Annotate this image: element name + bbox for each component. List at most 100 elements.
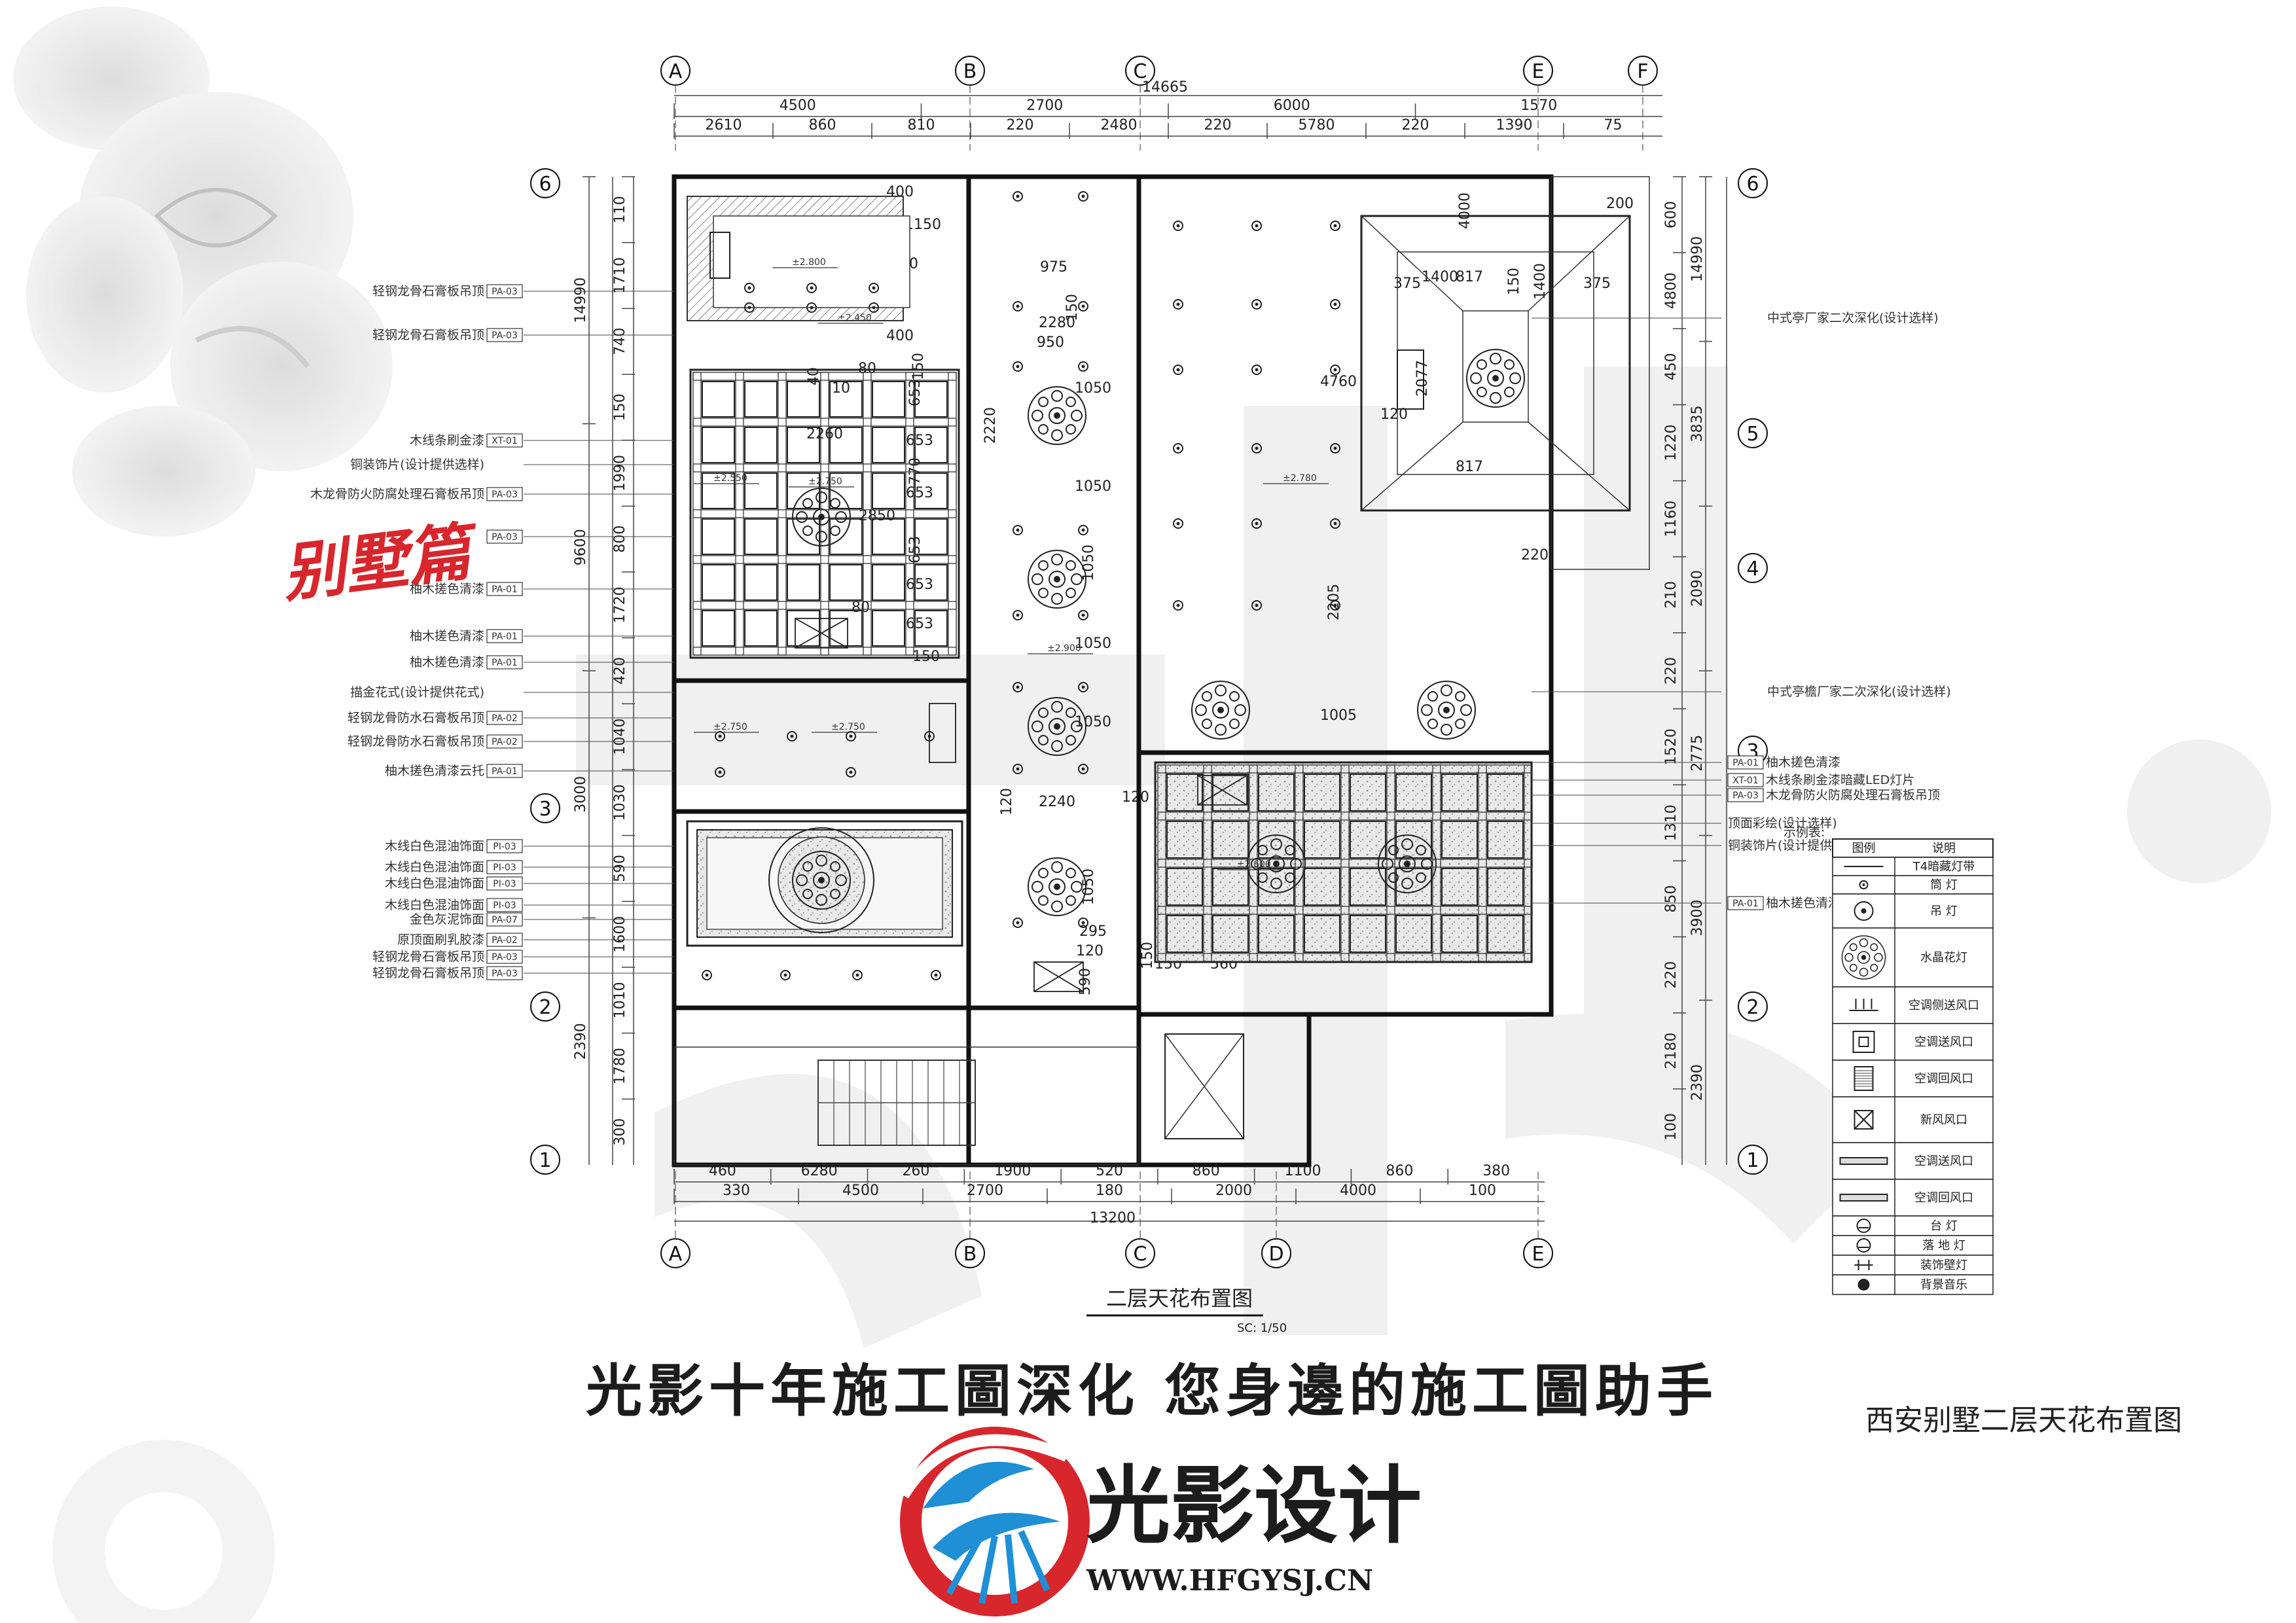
right-note-5: 顶面彩绘(设计选样)	[1532, 816, 1837, 830]
interior-dim-19: 653	[906, 433, 933, 449]
dim-left-inner-13: 1780	[612, 1048, 628, 1084]
dim-left-outer-0: 14990	[573, 277, 589, 323]
interior-dim-40: 120	[1122, 789, 1149, 806]
left-note-code: PA-03	[492, 969, 518, 979]
left-note-text: 轻钢龙骨石膏板吊顶	[372, 949, 484, 964]
interior-dim-29: 375	[1583, 276, 1611, 292]
downlight-icon	[1078, 361, 1088, 372]
dim-right-inner-8: 1310	[1663, 804, 1679, 841]
left-note-19: 轻钢龙骨石膏板吊顶 PA-03	[372, 949, 674, 964]
interior-dim-31: 817	[1456, 269, 1483, 285]
downlight-icon	[1013, 361, 1023, 372]
ac-return-icon	[1854, 1066, 1874, 1091]
dim-top-row1-3: 1570	[1520, 98, 1557, 114]
interior-dim-5: 975	[1040, 259, 1067, 276]
interior-dim-48: 150	[1139, 942, 1156, 969]
right-note-0: 中式亭厂家二次深化(设计选样)	[1532, 311, 1939, 325]
pendant-lamp-icon	[1854, 901, 1874, 921]
ac-linear-supply-icon	[1839, 1157, 1888, 1165]
left-note-18: 原顶面刷乳胶漆 PA-02	[397, 933, 674, 947]
grid-bubble-right-5: 5	[1738, 418, 1768, 448]
ac-supply-icon	[1852, 1031, 1875, 1053]
grid-bubble-bottom-b: B	[955, 1238, 985, 1268]
left-note-code: PA-02	[492, 935, 518, 946]
legend-label: 空调回风口	[1914, 1191, 1973, 1205]
grid-bubble-top-e: E	[1523, 56, 1553, 86]
interior-dim-23: 653	[906, 616, 933, 632]
dim-bottom-total: 13200	[1090, 1210, 1136, 1226]
dim-left-inner-0: 110	[612, 196, 628, 223]
pavilion-ceiling	[1360, 215, 1631, 512]
legend-row: 装饰壁灯	[1832, 1255, 1994, 1275]
left-note-text: 原顶面刷乳胶漆	[397, 933, 484, 947]
left-note-code: PA-03	[492, 490, 518, 500]
left-note-code: PA-01	[492, 766, 518, 777]
left-note-5: PA-03	[486, 529, 674, 544]
background-music-icon	[1857, 1279, 1870, 1291]
downlight-icon	[1330, 365, 1340, 375]
grid-bubble-right-6-label: 6	[1746, 173, 1759, 196]
left-note-code: PA-03	[492, 330, 518, 341]
interior-dim-47: 120	[1076, 943, 1103, 959]
interior-dim-37: 1005	[1320, 707, 1357, 724]
legend-row: 新风风口	[1832, 1096, 1994, 1143]
legend-row: T4暗藏灯带	[1832, 857, 1994, 876]
dim-left-inner-9: 1030	[612, 784, 628, 821]
legend-label: 落 地 灯	[1922, 1239, 1965, 1253]
grid-bubble-bottom-e-label: E	[1532, 1243, 1545, 1266]
dim-top-row2-2: 810	[908, 117, 935, 134]
legend-row: 空调送风口	[1832, 1023, 1994, 1061]
dim-bottom-row1-8: 380	[1482, 1163, 1510, 1179]
left-note-code: PA-01	[492, 658, 518, 668]
dim-right-inner-9: 850	[1663, 885, 1679, 912]
legend-row: 筒 灯	[1832, 875, 1994, 895]
dim-left-outer-3: 2390	[573, 1023, 589, 1060]
elevation-mark-8: ±2.600	[1237, 859, 1271, 870]
interior-dim-38: 2240	[1039, 794, 1075, 810]
downlight-icon	[931, 970, 941, 980]
left-note-code: PA-03	[492, 532, 518, 543]
drawing-title-block: 二层天花布置图 SC: 1/50	[1086, 1286, 1287, 1335]
dim-left-inner-1: 1710	[612, 257, 628, 294]
grid-bubble-top-c-label: C	[1134, 60, 1147, 83]
left-note-text: 木线白色混油饰面	[385, 860, 484, 874]
legend-row: 台 灯	[1832, 1215, 1994, 1236]
dim-right-inner-2: 450	[1663, 353, 1679, 380]
right-note-text: 铜装饰片(设计提供选样)	[1728, 838, 1862, 853]
left-note-text: 铜装饰片(设计提供选样)	[350, 457, 484, 472]
right-note-text: 中式亭檐厂家二次深化(设计选样)	[1767, 685, 1951, 699]
grid-bubble-bottom-a-label: A	[669, 1243, 683, 1266]
dim-right-inner-4: 1160	[1663, 501, 1679, 537]
grid-bubble-left-1-label: 1	[539, 1149, 551, 1172]
left-note-code: PA-03	[492, 952, 518, 963]
right-note-text: 木龙骨防火防腐处理石膏板吊顶	[1766, 787, 1940, 802]
interior-dim-27: 1400	[1532, 263, 1549, 300]
stairs	[817, 1033, 1244, 1146]
left-note-text: 木龙骨防火防腐处理石膏板吊顶	[310, 486, 484, 501]
left-note-text: 柚木搓色清漆云托	[385, 764, 484, 778]
downlight-icon	[780, 970, 791, 980]
interior-dim-45: 590	[1077, 968, 1094, 995]
dim-bottom-row2-1: 4500	[842, 1183, 879, 1199]
dim-left-inner-11: 1600	[612, 916, 628, 953]
dim-left-inner-8: 1040	[612, 719, 628, 755]
legend-label: 水晶花灯	[1920, 951, 1967, 965]
grid-bubble-left-3: 3	[530, 793, 560, 823]
interior-dim-6: 150	[1064, 294, 1081, 321]
interior-dim-57: 150	[910, 353, 927, 380]
dim-top-row1-1: 2700	[1026, 98, 1063, 114]
dim-left-inner-10: 590	[612, 855, 628, 882]
interior-dim-8: 950	[1037, 334, 1064, 351]
slogan: 光影十年施工圖深化 您身邊的施工圖助手	[586, 1358, 1718, 1424]
interior-dim-16: 2260	[806, 426, 843, 442]
interior-dim-12: 1050	[1081, 544, 1097, 581]
ceiling-panel-lower-left	[686, 820, 963, 947]
grid-bubble-top-b-label: B	[963, 60, 977, 83]
legend-label: 新风风口	[1920, 1113, 1967, 1127]
room-upper-left	[687, 196, 910, 321]
